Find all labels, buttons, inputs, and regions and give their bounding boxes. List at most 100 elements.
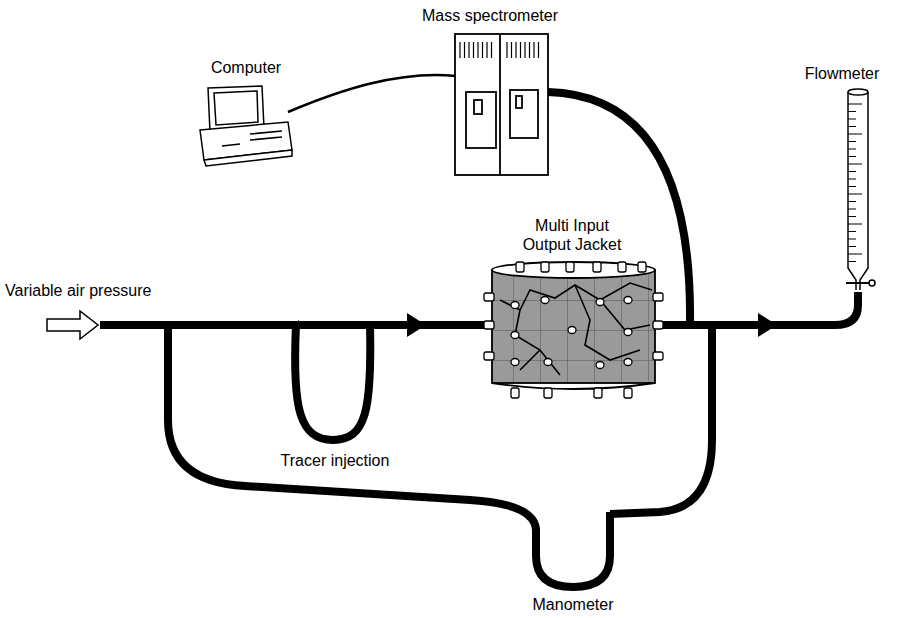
vent-slots [511,42,512,58]
vent-slots [506,42,507,58]
jacket-port [653,352,663,360]
jacket-icon [500,283,652,375]
vent-slots [524,42,525,58]
flowmeter-graduations [848,194,862,195]
jacket-port [594,388,602,398]
pipe [295,325,370,440]
mass-spectrometer-icon [516,96,522,108]
flowmeter-graduations [848,111,856,112]
vent-slots [491,42,492,58]
mass-spectrometer-icon [499,34,501,175]
mass-spectrometer-icon [455,34,548,175]
pipe [655,292,858,325]
flowmeter-icon [848,89,868,95]
jacket-icon [492,262,655,389]
jacket-port [624,297,632,304]
flowmeter-graduations [848,216,856,217]
jacket-port [511,302,519,309]
computer-icon [222,131,282,146]
jacket-port [653,293,663,301]
jacket-port [484,293,494,301]
jacket-port [516,262,524,272]
part-label: Flowmeter [805,64,880,83]
flowmeter-icon [846,89,875,290]
flowmeter-graduations [848,171,856,172]
computer-cable [288,75,456,112]
flowmeter-graduations [848,231,856,232]
flowmeter-graduations [848,134,862,135]
flow-arrowhead [298,320,306,330]
flowmeter-graduations [848,141,856,142]
vent-slots [515,42,516,58]
vent-slots [538,42,539,58]
mass-spectrometer-icon [510,90,538,138]
vent-slots [486,42,487,58]
jacket-port [624,359,632,366]
flowmeter-icon [848,92,868,290]
flowmeter-graduations [848,186,856,187]
jacket-port [484,262,663,398]
jacket-icon [492,262,655,278]
vent-slots [473,42,474,58]
part-label: Mass spectrometer [422,6,558,25]
flowmeter-graduations [848,104,862,262]
vent-slots [482,42,483,58]
jacket-port [544,359,552,366]
part-label: Tracer injection [281,451,390,470]
vent-slots [520,42,521,58]
flowmeter-graduations [848,126,856,127]
flowmeter-graduations [848,149,856,150]
jacket-port [618,262,626,272]
vent-slots [464,42,465,58]
flow-arrowhead [758,313,777,337]
jacket-port [544,388,552,398]
part-label: Variable air pressure [5,281,151,300]
flowmeter-graduations [848,104,862,105]
jacket-port [566,262,574,272]
jacket-port [511,359,519,366]
computer-icon [200,86,292,166]
vent-slots [477,42,478,58]
computer-icon [204,150,292,166]
flowmeter-icon [869,280,875,286]
jacket-port [653,321,663,329]
computer-icon [214,91,258,125]
vent-slots [459,42,460,58]
jacket-port [624,388,632,398]
jacket-port [541,297,549,304]
flowmeter-graduations [848,209,856,210]
jacket-port [638,262,646,272]
flowmeter-graduations [848,164,862,165]
flow-arrowhead [407,313,426,337]
flowmeter-graduations [848,156,856,157]
jacket-port [541,262,549,272]
vent-slots [468,42,469,58]
flowmeter-graduations [848,119,856,120]
flowmeter-graduations [848,261,856,262]
jacket-port [593,262,601,272]
flowmeter-graduations [848,239,856,240]
flowmeter-graduations [848,201,856,202]
vent-slots [533,42,534,58]
part-label: Manometer [533,595,614,614]
jacket-port [484,352,494,360]
flowmeter-graduations [848,179,856,180]
part-label: Multi Input Output Jacket [516,216,628,254]
air-inlet-arrow [47,311,98,339]
jacket-port [624,329,632,336]
vent-slots [529,42,530,58]
pipe [168,325,536,530]
flowmeter-graduations [848,254,862,255]
flowmeter-icon [846,282,870,284]
jacket-port [596,362,604,369]
pipe [536,512,610,587]
part-label: Computer [211,58,281,77]
jacket-port [511,332,519,339]
air-inlet-arrow [47,311,98,339]
flowmeter-graduations [848,246,856,247]
mass-spectrometer-icon [466,92,496,148]
jacket-icon [492,270,655,383]
flowmeter-graduations [848,224,862,225]
